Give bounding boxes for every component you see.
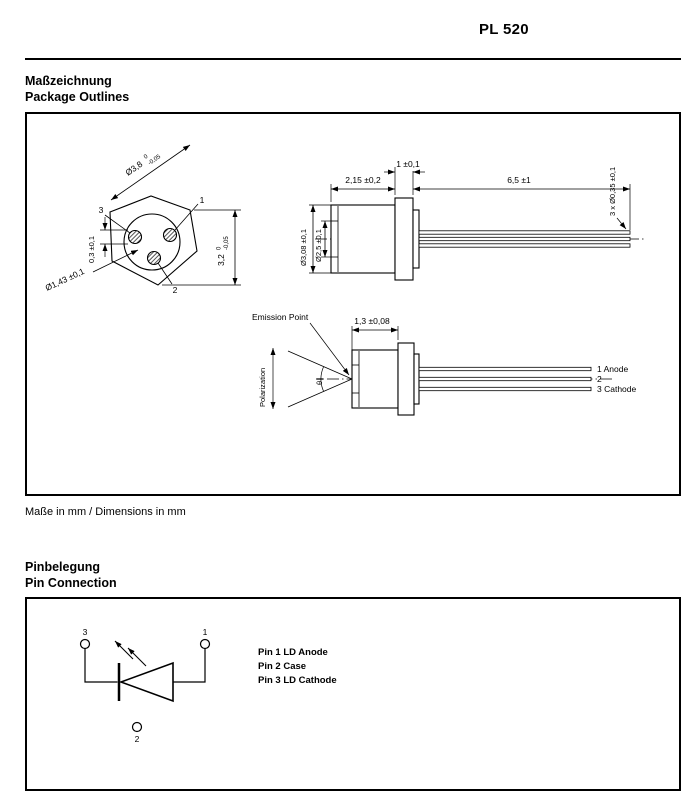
pin-connection-drawing: 3 1 2 Pin 1 LD Anode Pin 2 Case Pin 3 LD… (79, 627, 337, 744)
front-pin-dia-label-group: 0,3 ±0,1 (87, 236, 96, 263)
outlines-heading-en: Package Outlines (25, 89, 130, 104)
terminal2-circle (131, 721, 143, 733)
front-pin-dia-dim (100, 217, 128, 257)
emission-arrow-1 (114, 640, 134, 660)
divergence-arc (320, 366, 324, 392)
cathode-wire (84, 648, 118, 683)
front-flat-value: 3,2 (216, 254, 226, 266)
front-can-dia-dimline (110, 144, 191, 201)
outlines-heading: Maßzeichnung Package Outlines (25, 74, 129, 105)
front-can-circle (123, 213, 181, 271)
side-cap-dia-label: Ø3,08 ±0,1 (299, 229, 308, 266)
package-outline-box: 3 1 2 Ø3,8 0 -0,05 Ø1,43 ±0,1 0,3 ±0,1 (25, 112, 681, 496)
header-rule (25, 58, 681, 60)
front-pin1-circle (162, 227, 178, 243)
side-flange (394, 197, 414, 281)
side-window-dia-label-group: Ø2,5 ±0,1 (314, 229, 323, 262)
emission-lead-case (418, 376, 592, 382)
front-flat-tol-lower: -0,05 (224, 236, 230, 250)
side-lead-bottom (418, 243, 631, 248)
front-pin1-label: 1 (200, 195, 205, 205)
package-outline-drawing: 3 1 2 Ø3,8 0 -0,05 Ø1,43 ±0,1 0,3 ±0,1 (44, 144, 645, 416)
outlines-heading-de: Maßzeichnung (25, 74, 112, 88)
front-pin2-label: 2 (173, 285, 178, 295)
front-view-package (109, 195, 198, 286)
side-window-dia-label: Ø2,5 ±0,1 (314, 229, 323, 262)
pin-heading-en: Pin Connection (25, 575, 117, 590)
terminal1-label: 1 (203, 627, 208, 637)
pin1-description: Pin 1 LD Anode (258, 647, 328, 658)
lead2-case-label: 2 (597, 374, 602, 384)
terminal3-circle (79, 638, 91, 650)
front-pin3-label: 3 (99, 205, 104, 215)
side-cap-dia-label-group: Ø3,08 ±0,1 (299, 229, 308, 266)
front-flat-tol-upper: 0 (217, 246, 223, 250)
emission-lead-anode (418, 366, 592, 372)
front-can-dia-dim: Ø3,8 0 -0,05 (123, 153, 162, 178)
emission-lead-cathode (418, 386, 592, 392)
divergence-angle-label: θ∥ (315, 377, 324, 385)
emission-height-label: 1,3 ±0,08 (354, 316, 390, 326)
side-view-package (315, 197, 645, 281)
side-lead-dia-label-group: 3 x Ø0,35 ±0,1 (608, 167, 617, 216)
diode-triangle (118, 661, 174, 703)
pin-heading-de: Pinbelegung (25, 560, 100, 574)
emission-point-label: Emission Point (252, 312, 309, 322)
beam-lower-line (287, 378, 353, 408)
front-pin-circle-value: Ø1,43 ±0,1 (44, 266, 87, 293)
emission-arrow-2 (127, 647, 147, 667)
terminal1-circle (199, 638, 211, 650)
front-pin3-circle (127, 229, 143, 245)
front-pin-dia-value: 0,3 ±0,1 (87, 236, 96, 263)
beam-upper-line (287, 350, 353, 380)
emission-view-package (327, 342, 612, 416)
front-can-dia-tol-lower: -0,05 (147, 154, 162, 167)
front-pin-circle-leader (92, 249, 139, 273)
side-lead-length-label: 6,5 ±1 (507, 175, 531, 185)
side-lead-mid (418, 236, 631, 242)
front-can-dia-tol-upper: 0 (143, 153, 150, 160)
front-can-dia-value: Ø3,8 (123, 159, 144, 178)
terminal2-label: 2 (135, 734, 140, 744)
emission-dim-lines (270, 322, 399, 409)
divergence-angle-label-group: θ∥ (315, 377, 324, 385)
anode-wire (173, 648, 206, 683)
lead3-cathode-label: 3 Cathode (597, 384, 636, 394)
side-view-dim-lines (309, 167, 631, 274)
side-flange-thickness-label: 1 ±0,1 (396, 159, 420, 169)
side-cap-length-label: 2,15 ±0,2 (345, 175, 381, 185)
side-base-step (412, 209, 420, 269)
terminal3-label: 3 (83, 627, 88, 637)
front-flat-dim (162, 209, 241, 286)
emission-cap (351, 349, 399, 409)
front-pin-circle-dim: Ø1,43 ±0,1 (44, 266, 87, 293)
front-flange-outline (109, 195, 198, 286)
units-note: Maße in mm / Dimensions in mm (25, 506, 186, 518)
emission-flange (397, 342, 415, 416)
side-lead-dia-label: 3 x Ø0,35 ±0,1 (608, 167, 617, 216)
polarization-label: Polarization (258, 368, 267, 407)
emission-base-step (413, 353, 420, 405)
pin2-description: Pin 2 Case (258, 661, 306, 672)
pin-connection-box: 3 1 2 Pin 1 LD Anode Pin 2 Case Pin 3 LD… (25, 597, 681, 791)
page-title: PL 520 (479, 21, 529, 38)
side-cap (330, 204, 396, 274)
polarization-label-group: Polarization (258, 368, 267, 407)
pin-connection-heading: Pinbelegung Pin Connection (25, 560, 117, 591)
front-flat-dim-label-group: 3,2 0 -0,05 (216, 236, 230, 266)
side-lead-top (418, 230, 631, 235)
lead1-anode-label: 1 Anode (597, 364, 628, 374)
pin3-description: Pin 3 LD Cathode (258, 675, 337, 686)
front-pin2-circle (146, 250, 162, 266)
laser-diode-symbol (79, 638, 211, 733)
